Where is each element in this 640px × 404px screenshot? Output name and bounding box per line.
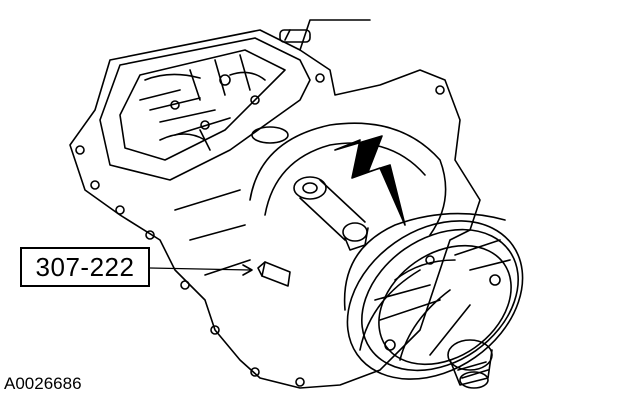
tool-guide-pin-drawing	[149, 261, 291, 287]
figure-id: A0026686	[4, 374, 82, 393]
tool-number-callout: 307-222	[20, 247, 150, 287]
pump-assembly-drawing	[343, 212, 524, 389]
direction-arrow-icon	[334, 135, 406, 226]
tool-number-label: 307-222	[35, 251, 135, 282]
transmission-case-drawing	[69, 19, 481, 389]
input-shaft-drawing	[293, 176, 369, 251]
